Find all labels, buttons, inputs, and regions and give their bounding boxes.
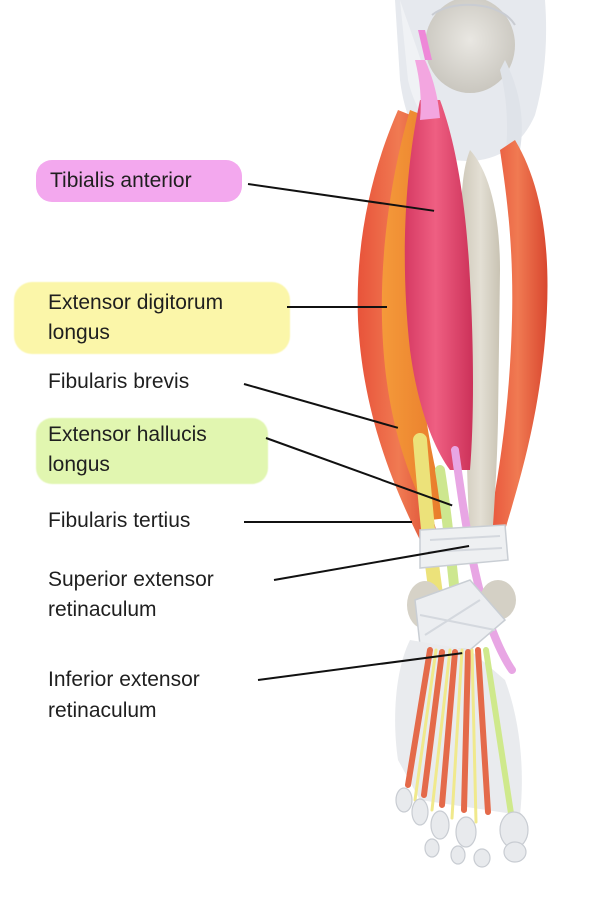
highlight-extensor-digitorum: [14, 282, 290, 354]
label-fibularis-brevis: Fibularis brevis: [48, 370, 190, 393]
label-inferior-retinaculum-line1: Inferior extensor: [48, 668, 200, 691]
label-extensor-digitorum-line1: Extensor digitorum: [48, 291, 224, 314]
label-superior-retinaculum-line2: retinaculum: [48, 598, 157, 621]
toe-tendons: [405, 647, 515, 824]
calf-right-muscle: [488, 140, 548, 530]
label-tibialis-anterior: Tibialis anterior: [50, 169, 192, 192]
highlight-extensor-hallucis: [36, 418, 268, 484]
leader-extensor-digitorum: [287, 306, 387, 308]
leader-fibularis-tertius: [244, 521, 412, 523]
tibialis-anterior-muscle: [404, 100, 473, 470]
label-inferior-retinaculum-line2: retinaculum: [48, 699, 157, 722]
highlight-tibialis-anterior: [36, 160, 242, 202]
label-extensor-digitorum-line2: longus: [48, 321, 110, 344]
superior-retinaculum: [419, 524, 509, 569]
toes: [395, 787, 529, 868]
inferior-retinaculum: [414, 579, 507, 651]
label-extensor-hallucis-line2: longus: [48, 453, 110, 476]
label-extensor-hallucis-line1: Extensor hallucis: [48, 423, 207, 446]
label-superior-retinaculum-line1: Superior extensor: [48, 568, 214, 591]
label-fibularis-tertius: Fibularis tertius: [48, 509, 191, 532]
